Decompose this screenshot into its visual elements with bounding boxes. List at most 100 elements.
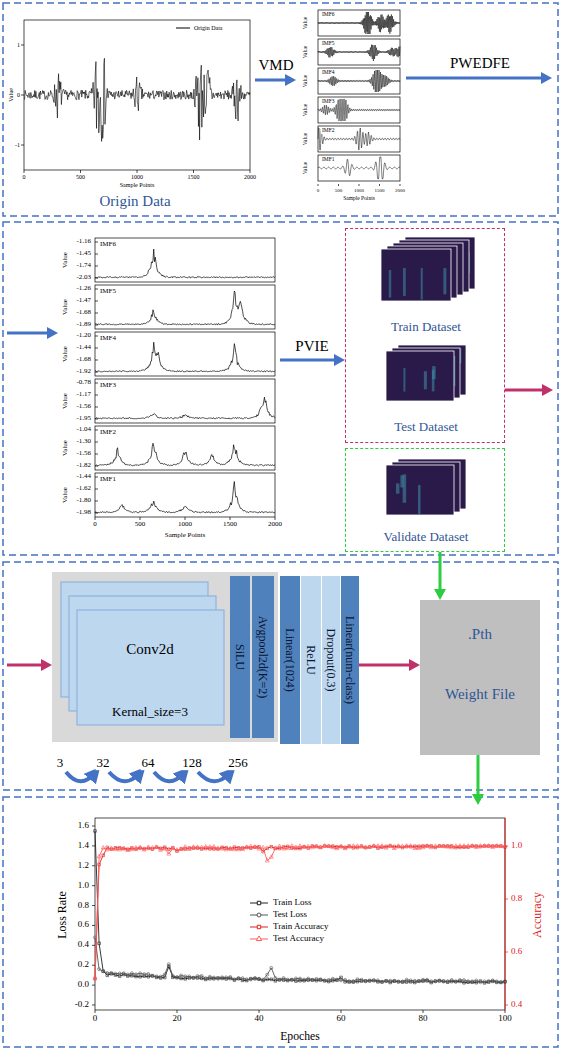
arrowhead [334,354,345,366]
data-marker [351,844,355,847]
image-streak [421,268,423,300]
data-marker [98,942,101,945]
signal-curve [95,443,275,466]
data-marker [208,975,211,978]
data-marker [266,978,269,981]
data-marker [249,844,253,847]
data-marker [159,975,162,978]
tick-mark [95,348,98,349]
section-frame [3,3,558,216]
data-marker [273,846,277,849]
data-marker [298,844,302,847]
axis-title: Value [303,132,309,147]
tick-label: 0.6 [77,921,90,930]
data-marker [274,977,277,980]
tick-mark [80,170,81,173]
data-marker [249,847,252,850]
node-text: IMF1 [99,476,117,483]
data-marker [126,848,130,851]
data-marker [147,972,150,975]
tick-label: 1.2 [77,861,90,870]
tick-mark [379,184,380,186]
data-marker [384,846,388,849]
tick-mark [359,184,360,186]
legend-line [176,28,190,29]
tick-label: -1.98 [75,509,92,516]
tick-label: -1.62 [75,485,92,492]
arrowhead [542,384,553,396]
axis-title: Value [62,345,69,363]
tick-label: 0.0 [77,980,90,989]
data-marker [311,978,314,981]
tick-label: 1.0 [77,881,90,890]
data-marker [139,975,142,978]
arrowhead [409,659,420,671]
data-marker [229,975,232,978]
data-marker [478,844,482,847]
data-marker [232,847,236,850]
section-frame [3,222,558,555]
image-streak [389,270,391,297]
node-text: IMF4 [99,335,117,342]
arrow-connector [7,78,544,333]
tick-mark [92,865,95,866]
data-marker [126,973,129,976]
data-marker [94,830,97,833]
tick-mark [95,336,98,337]
data-marker [425,844,429,847]
channel-number: 3 [56,756,65,770]
data-marker [270,845,273,848]
data-marker [466,844,470,847]
tick-label: -1.45 [75,250,92,257]
tick-label: -1.80 [75,497,92,504]
data-marker [150,846,154,849]
tick-mark [230,517,231,520]
signal-curve [95,291,275,325]
connector-group [434,552,446,600]
node-text: IMF3 [321,99,336,105]
data-curve [95,831,505,983]
tick-label: 1000 [130,174,144,180]
axis-title: Value [62,439,69,457]
data-marker [483,980,486,983]
plot-frame [95,285,275,329]
data-marker [179,847,183,850]
tick-label: 2000 [267,521,283,528]
data-marker [282,977,285,980]
tick-label: 0.2 [77,961,90,970]
arrowhead [472,794,484,805]
data-marker [376,979,379,982]
data-marker [359,845,363,848]
node-text: IMF5 [99,288,117,295]
data-marker [228,846,232,849]
data-marker [176,976,179,979]
plot-frame [318,39,400,65]
data-marker [315,977,318,980]
tick-mark [341,1010,342,1013]
arrow-connector [477,755,480,797]
data-marker [409,844,413,847]
node-text: Test Dataset [394,420,458,434]
tick-label: -1 [14,142,21,148]
data-marker [270,978,273,981]
data-marker [433,844,437,847]
data-marker [138,845,142,848]
data-marker [504,980,507,983]
tick-label: -1.26 [75,285,92,292]
tick-label: 0.8 [77,901,90,910]
tick-mark [95,254,98,255]
tick-mark [24,170,25,173]
data-marker [450,979,453,982]
data-marker [491,979,494,982]
data-marker [314,844,318,847]
plot-frame [95,473,275,517]
axis-title: Value [8,87,14,103]
tick-mark [193,170,194,173]
data-marker [499,981,502,984]
signal-curve [24,58,250,141]
tick-label: -1.44 [75,344,92,351]
node-text: IMF4 [321,70,336,76]
signal-curve [95,342,275,372]
signal-curve [95,482,275,513]
data-marker [462,844,466,847]
